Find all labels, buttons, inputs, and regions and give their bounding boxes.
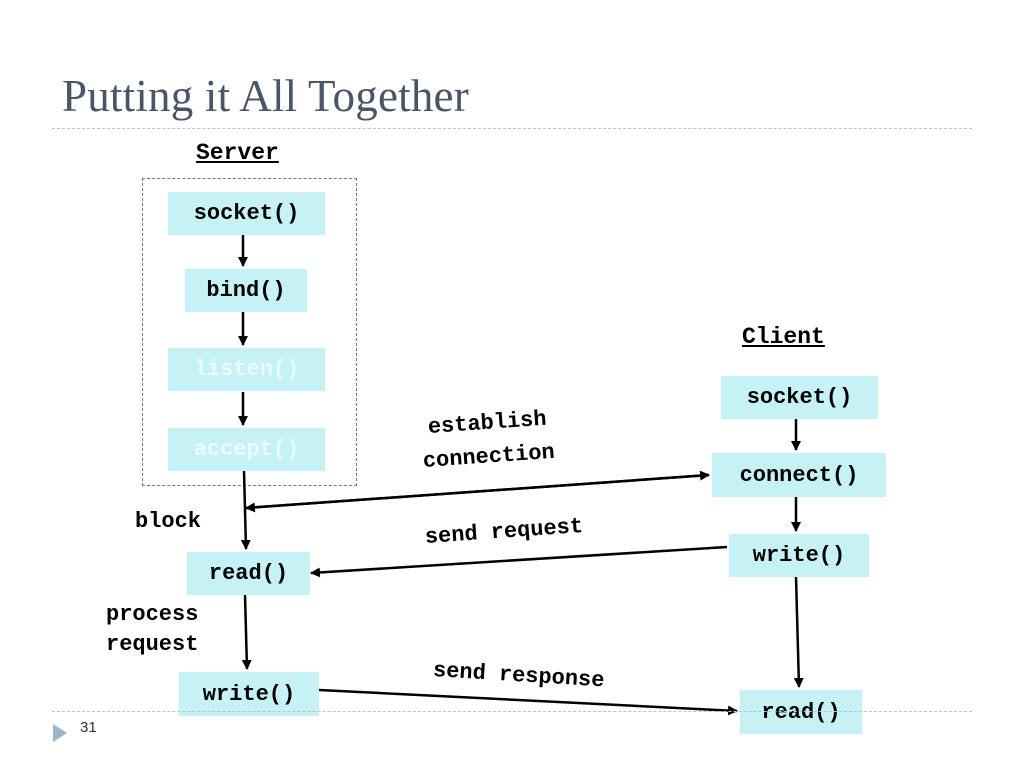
server-read-box: read() (187, 552, 310, 595)
client-socket-box: socket() (721, 376, 878, 419)
client-heading: Client (742, 324, 825, 350)
client-connect-box: connect() (712, 453, 886, 497)
footer-divider (52, 711, 972, 712)
server-setup-group (142, 178, 357, 486)
arrow-establish-connection-to-server (245, 473, 710, 513)
server-accept-box: accept() (168, 428, 325, 471)
arrow-send-response (318, 688, 738, 716)
page-number: 31 (80, 719, 97, 736)
server-bind-box: bind() (185, 269, 307, 312)
client-read-box: read() (740, 690, 862, 734)
server-write-box: write() (179, 672, 319, 716)
server-socket-box: socket() (168, 192, 325, 235)
process-request-label-line2: request (106, 632, 199, 657)
title-divider (52, 128, 972, 129)
arrow-write-to-read (793, 576, 804, 688)
process-request-label-line1: process (106, 602, 199, 627)
arrow-read-to-write (241, 594, 252, 670)
block-label: block (135, 509, 202, 534)
arrow-send-request (310, 545, 728, 578)
server-listen-box: listen() (168, 348, 325, 391)
client-write-box: write() (729, 534, 869, 577)
slide-title: Putting it All Together (62, 71, 469, 121)
server-heading: Server (196, 140, 279, 166)
triangle-bullet-icon (53, 724, 67, 742)
arrow-accept-to-read (240, 470, 251, 550)
